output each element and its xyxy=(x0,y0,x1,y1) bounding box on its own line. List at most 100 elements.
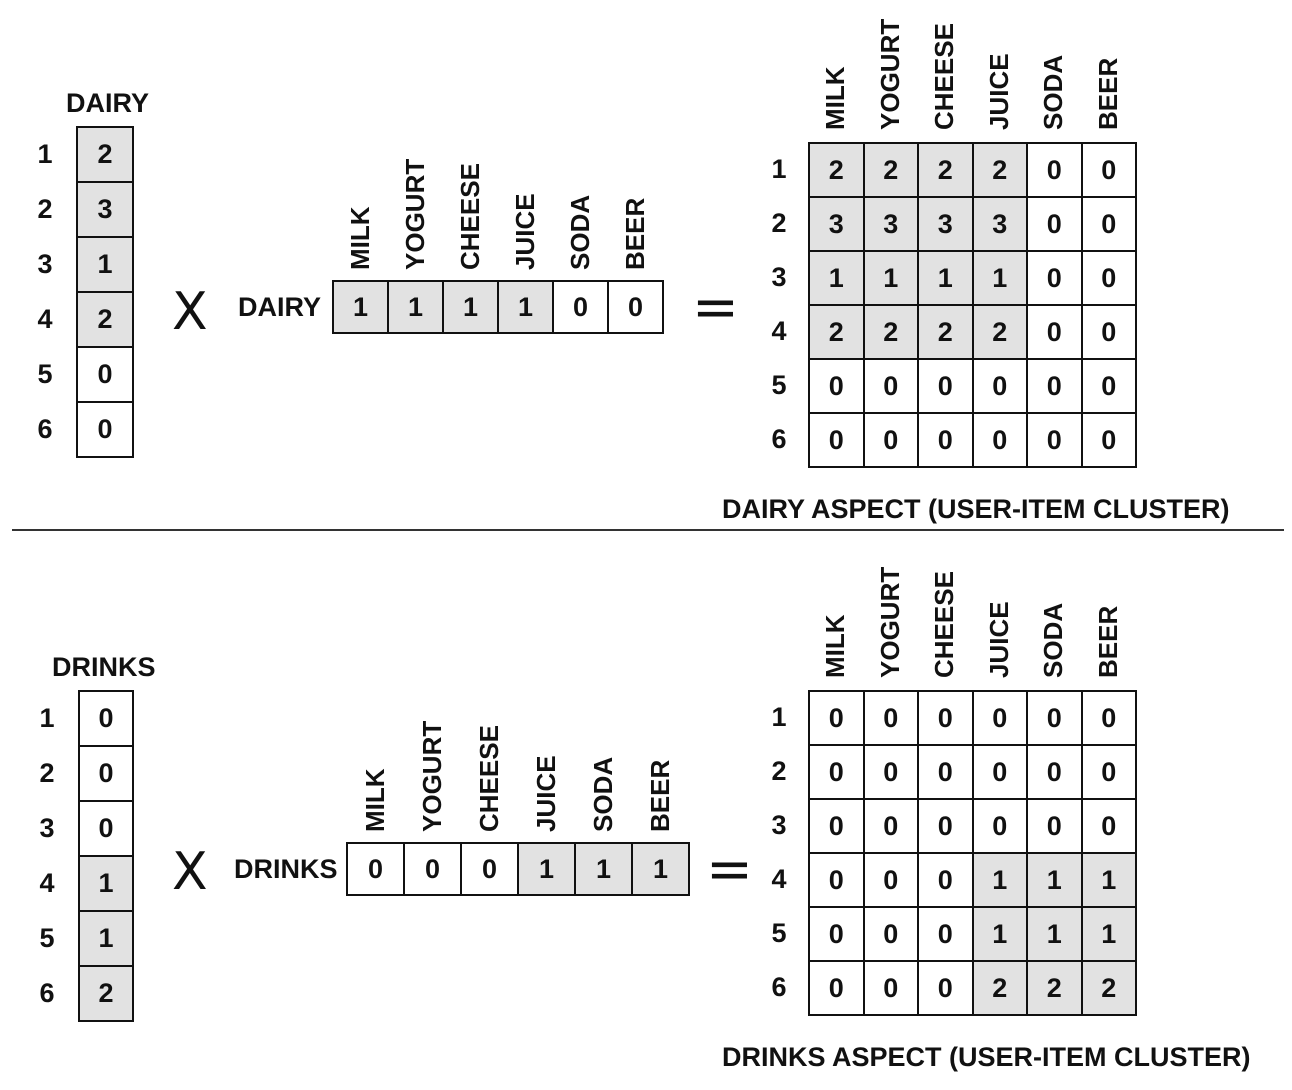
dairy-matrix-column-header: JUICE xyxy=(983,53,1014,130)
dairy-matrix-cell: 0 xyxy=(1026,304,1083,360)
drinks-item-vector-label: DRINKS xyxy=(234,854,338,884)
dairy-user-vector-cell: 1 xyxy=(76,236,134,293)
drinks-item-vector-cell: 1 xyxy=(517,842,576,896)
drinks-user-row-label: 3 xyxy=(39,812,55,843)
drinks-user-vector-title: DRINKS xyxy=(52,652,156,682)
drinks-matrix-column-header: BEER xyxy=(1092,605,1123,678)
dairy-matrix-row-label: 5 xyxy=(771,370,787,400)
drinks-matrix-column-header: CHEESE xyxy=(929,571,960,678)
dairy-user-row-label: 2 xyxy=(37,193,53,224)
drinks-user-vector-cell: 1 xyxy=(78,855,134,912)
dairy-matrix-cell: 0 xyxy=(1026,250,1083,306)
dairy-item-vector-cell: 1 xyxy=(332,280,389,334)
dairy-matrix-cell: 0 xyxy=(1026,196,1083,252)
drinks-user-row-label: 4 xyxy=(39,867,55,898)
drinks-user-row-label: 1 xyxy=(39,702,55,733)
drinks-matrix-column-header: JUICE xyxy=(983,601,1014,678)
dairy-matrix-cell: 2 xyxy=(862,304,919,360)
drinks-matrix-cell: 0 xyxy=(917,960,974,1016)
drinks-matrix-cell: 0 xyxy=(808,690,865,746)
dairy-matrix-cell: 0 xyxy=(917,412,974,468)
drinks-matrix-cell: 0 xyxy=(862,690,919,746)
drinks-matrix-cell: 0 xyxy=(917,906,974,962)
drinks-matrix-cell: 0 xyxy=(971,798,1028,854)
dairy-user-row-label: 5 xyxy=(37,358,53,389)
dairy-matrix-row-label: 4 xyxy=(771,316,787,346)
dairy-matrix-cell: 2 xyxy=(862,142,919,198)
drinks-item-vector-cell: 0 xyxy=(403,842,462,896)
dairy-matrix-cell: 0 xyxy=(1080,196,1137,252)
dairy-matrix-cell: 3 xyxy=(917,196,974,252)
drinks-item-vector-header: SODA xyxy=(587,756,618,832)
drinks-matrix-cell: 0 xyxy=(1026,744,1083,800)
dairy-user-vector-cell: 0 xyxy=(76,346,134,403)
dairy-item-vector-cell: 0 xyxy=(607,280,664,334)
dairy-user-vector-title: DAIRY xyxy=(66,88,150,118)
dairy-item-vector-header: MILK xyxy=(344,206,375,270)
drinks-user-row-label: 5 xyxy=(39,922,55,953)
drinks-item-vector-cell: 1 xyxy=(631,842,690,896)
dairy-matrix-cell: 2 xyxy=(971,142,1028,198)
dairy-matrix-row-label: 3 xyxy=(771,262,787,292)
dairy-matrix-cell: 0 xyxy=(1026,358,1083,414)
dairy-item-vector-cell: 1 xyxy=(387,280,444,334)
drinks-matrix-row-label: 1 xyxy=(771,702,787,732)
drinks-matrix-cell: 2 xyxy=(1026,960,1083,1016)
dairy-matrix-cell: 2 xyxy=(971,304,1028,360)
dairy-user-vector-cell: 0 xyxy=(76,401,134,458)
dairy-user-vector-cell: 2 xyxy=(76,291,134,348)
drinks-matrix-cell: 0 xyxy=(862,852,919,908)
drinks-matrix-cell: 0 xyxy=(971,690,1028,746)
drinks-matrix-column-header: YOGURT xyxy=(874,566,905,678)
dairy-user-row-label: 1 xyxy=(37,138,53,169)
drinks-matrix-cell: 0 xyxy=(1026,690,1083,746)
drinks-user-row-label: 2 xyxy=(39,757,55,788)
drinks-matrix-cell: 0 xyxy=(808,852,865,908)
dairy-matrix-cell: 0 xyxy=(971,358,1028,414)
dairy-item-vector-header: YOGURT xyxy=(399,158,430,270)
drinks-matrix-cell: 1 xyxy=(971,852,1028,908)
drinks-matrix-row-label: 2 xyxy=(771,756,787,786)
dairy-matrix-cell: 3 xyxy=(971,196,1028,252)
dairy-matrix-cell: 3 xyxy=(862,196,919,252)
drinks-user-vector-cell: 0 xyxy=(78,800,134,857)
dairy-matrix-cell: 0 xyxy=(1080,304,1137,360)
drinks-matrix-cell: 0 xyxy=(808,960,865,1016)
drinks-user-vector-cell: 0 xyxy=(78,690,134,747)
dairy-item-vector-cell: 1 xyxy=(497,280,554,334)
dairy-matrix-cell: 2 xyxy=(808,304,865,360)
drinks-item-vector-header: YOGURT xyxy=(416,720,447,832)
drinks-matrix-row-label: 6 xyxy=(771,972,787,1002)
drinks-matrix-cell: 0 xyxy=(862,906,919,962)
dairy-item-vector-header: BEER xyxy=(619,197,650,270)
drinks-item-vector-header: BEER xyxy=(644,759,675,832)
drinks-matrix-column-header: MILK xyxy=(820,614,851,678)
dairy-aspect-caption: DAIRY ASPECT (USER-ITEM CLUSTER) xyxy=(722,494,1230,524)
drinks-matrix-cell: 0 xyxy=(917,690,974,746)
dairy-item-vector-header: SODA xyxy=(564,194,595,270)
drinks-matrix-cell: 1 xyxy=(1080,906,1137,962)
dairy-matrix-row-label: 2 xyxy=(771,208,787,238)
dairy-equals-operator: = xyxy=(692,275,739,340)
dairy-matrix-cell: 3 xyxy=(808,196,865,252)
drinks-matrix-row-label: 4 xyxy=(771,864,787,894)
dairy-matrix-cell: 0 xyxy=(1080,142,1137,198)
dairy-matrix-cell: 1 xyxy=(808,250,865,306)
dairy-matrix-cell: 0 xyxy=(1026,412,1083,468)
dairy-user-vector-cell: 3 xyxy=(76,181,134,238)
drinks-item-vector-header: JUICE xyxy=(530,755,561,832)
dairy-item-vector-header: JUICE xyxy=(509,193,540,270)
dairy-user-vector-cell: 2 xyxy=(76,126,134,183)
dairy-matrix-cell: 0 xyxy=(808,412,865,468)
dairy-matrix-cell: 0 xyxy=(971,412,1028,468)
dairy-item-vector-cell: 1 xyxy=(442,280,499,334)
drinks-matrix-cell: 1 xyxy=(1026,852,1083,908)
drinks-matrix-row-label: 3 xyxy=(771,810,787,840)
drinks-matrix-cell: 0 xyxy=(1026,798,1083,854)
drinks-matrix-cell: 0 xyxy=(808,906,865,962)
drinks-matrix-cell: 0 xyxy=(862,960,919,1016)
drinks-matrix-cell: 1 xyxy=(1080,852,1137,908)
dairy-item-vector-cell: 0 xyxy=(552,280,609,334)
dairy-matrix-column-header: CHEESE xyxy=(929,23,960,130)
